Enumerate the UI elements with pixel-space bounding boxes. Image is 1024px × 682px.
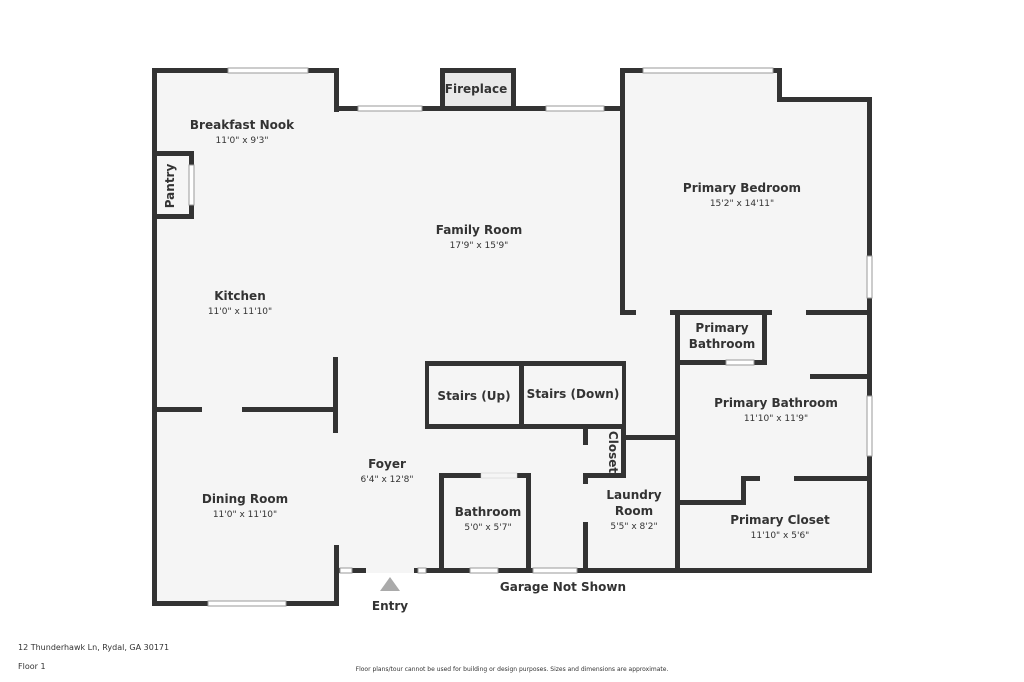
- dining-room-dim: 11'0" x 11'10": [213, 510, 277, 520]
- primary-closet-dim: 11'10" x 5'6": [751, 531, 810, 541]
- floor-primary-suite: [622, 70, 870, 570]
- garage-label: Garage Not Shown: [500, 580, 626, 594]
- primary-bathroom-dim: 11'10" x 11'9": [744, 414, 808, 424]
- kitchen-dim: 11'0" x 11'10": [208, 307, 272, 317]
- laundry-room-name-2: Room: [615, 504, 653, 518]
- primary-bedroom-name: Primary Bedroom: [683, 181, 801, 195]
- primary-bedroom-dim: 15'2" x 14'11": [710, 199, 774, 209]
- fireplace-hatch: [445, 73, 511, 106]
- breakfast-nook-name: Breakfast Nook: [190, 118, 295, 132]
- floor-label: Floor 1: [18, 662, 46, 671]
- primary-bathroom-name: Primary Bathroom: [714, 396, 838, 410]
- fireplace-label: Fireplace: [445, 82, 507, 96]
- disclaimer-text: Floor plans/tour cannot be used for buil…: [355, 666, 669, 673]
- pantry-name: Pantry: [163, 164, 177, 209]
- foyer-dim: 6'4" x 12'8": [361, 475, 414, 485]
- breakfast-nook-dim: 11'0" x 9'3": [216, 136, 269, 146]
- bathroom-name: Bathroom: [455, 505, 521, 519]
- foyer-name: Foyer: [368, 457, 406, 471]
- bathroom-dim: 5'0" x 5'7": [464, 523, 511, 533]
- kitchen-name: Kitchen: [214, 289, 266, 303]
- entry-label: Entry: [372, 599, 408, 613]
- entry-arrow-icon: [380, 577, 400, 591]
- walls: [152, 68, 872, 606]
- door-openings: [366, 310, 806, 573]
- family-room-name: Family Room: [436, 223, 523, 237]
- laundry-room-dim: 5'5" x 8'2": [610, 522, 657, 532]
- primary-closet-name: Primary Closet: [730, 513, 830, 527]
- stairs-up-name: Stairs (Up): [437, 389, 510, 403]
- stairs-down-name: Stairs (Down): [527, 387, 620, 401]
- windows: [188, 67, 873, 607]
- dining-room-name: Dining Room: [202, 492, 288, 506]
- primary-bathroom-small-name-1: Primary: [695, 321, 748, 335]
- laundry-room-name-1: Laundry: [606, 488, 661, 502]
- floor-main: [154, 70, 677, 603]
- family-room-dim: 17'9" x 15'9": [450, 241, 509, 251]
- closet-name: Closet: [606, 431, 620, 473]
- primary-bathroom-small-name-2: Bathroom: [689, 337, 755, 351]
- address-text: 12 Thunderhawk Ln, Rydal, GA 30171: [18, 643, 170, 652]
